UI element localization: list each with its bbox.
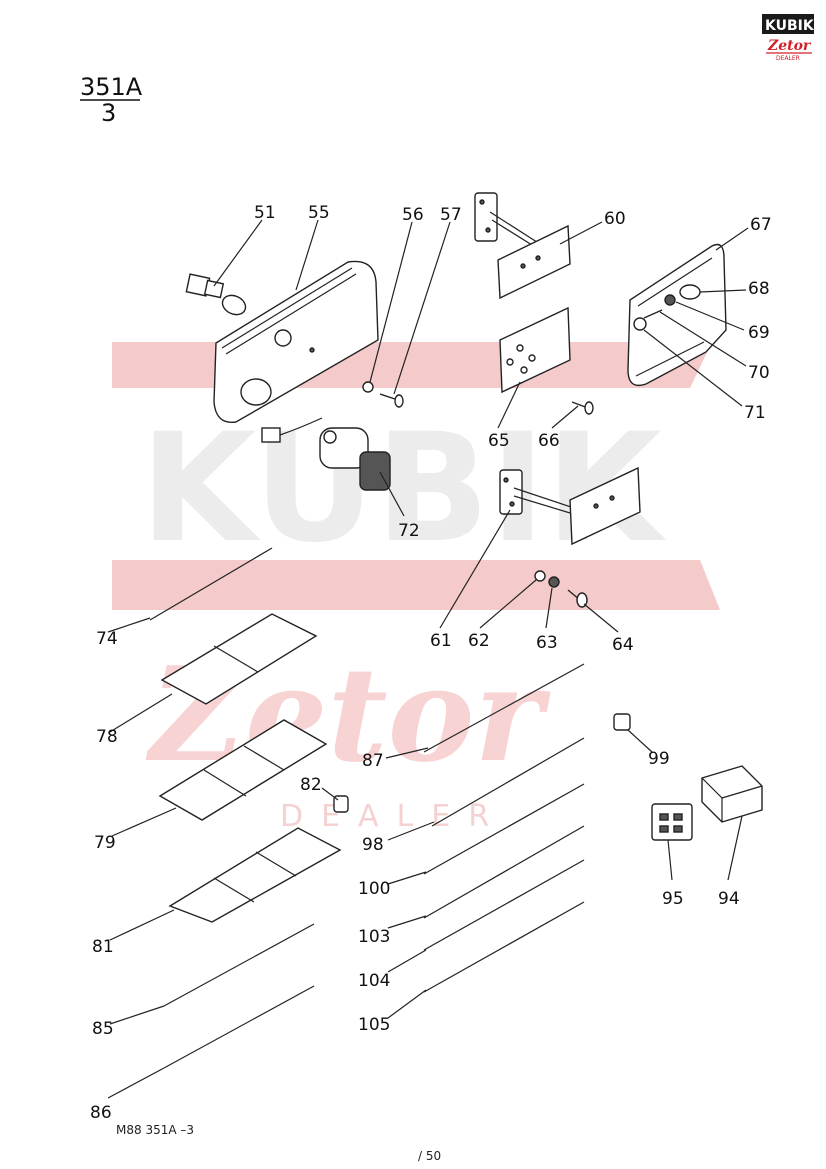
part-connector-72 (261, 417, 391, 491)
watermark-brand: KUBIK (140, 402, 667, 576)
callout-104: 104 (358, 971, 390, 991)
part-cable-105 (423, 901, 585, 993)
page-footer: M88 351A –3 / 50 (116, 1123, 441, 1163)
callout-65: 65 (488, 431, 510, 451)
callout-66: 66 (538, 431, 560, 451)
callout-51: 51 (254, 203, 276, 223)
section-sub: 3 (101, 99, 116, 127)
callout-98: 98 (362, 835, 384, 855)
part-spacer-68 (679, 284, 701, 300)
part-screw-64 (567, 589, 588, 608)
part-washer-63 (548, 576, 560, 588)
part-cable-104 (423, 859, 585, 951)
part-decal-79 (158, 719, 328, 821)
callout-68: 68 (748, 279, 770, 299)
part-plate-65 (499, 306, 571, 394)
part-cable-87 (423, 663, 585, 753)
part-cable-100 (423, 783, 585, 875)
leader-lines (107, 219, 749, 1099)
part-cable-98 (431, 737, 585, 827)
callout-64: 64 (612, 635, 634, 655)
logo-top: KUBIK (765, 18, 815, 34)
part-connector-95 (651, 803, 693, 841)
callout-57: 57 (440, 205, 462, 225)
callout-78: 78 (96, 727, 118, 747)
callout-70: 70 (748, 363, 770, 383)
callout-100: 100 (358, 879, 390, 899)
brand-logo: KUBIK Zetor DEALER (762, 14, 815, 62)
callout-62: 62 (468, 631, 490, 651)
part-nut-99 (613, 713, 631, 731)
part-head-71 (633, 317, 647, 331)
part-washer-56 (362, 381, 374, 393)
part-lamp-housing (213, 260, 379, 424)
part-cable-86 (163, 985, 315, 1069)
callout-82: 82 (300, 775, 322, 795)
parts (149, 192, 763, 1069)
part-handle-67 (627, 243, 727, 387)
callout-99: 99 (648, 749, 670, 769)
callout-81: 81 (92, 937, 114, 957)
callout-71: 71 (744, 403, 766, 423)
part-bracket-61 (499, 466, 641, 546)
section-code: 351A (80, 73, 143, 101)
part-washer-62 (534, 570, 546, 582)
part-wire-74 (149, 547, 273, 621)
part-bracket-60 (474, 192, 571, 300)
callout-103: 103 (358, 927, 390, 947)
callout-56: 56 (402, 205, 424, 225)
callout-105: 105 (358, 1015, 390, 1035)
callout-95: 95 (662, 889, 684, 909)
part-decal-78 (160, 613, 318, 705)
logo-tag: DEALER (776, 55, 800, 62)
logo-bottom: Zetor (767, 38, 812, 54)
callout-60: 60 (604, 209, 626, 229)
callout-numbers: 51 55 56 57 60 67 68 69 70 71 65 66 72 7… (90, 203, 772, 1123)
part-screw-66 (571, 401, 594, 415)
callout-87: 87 (362, 751, 384, 771)
footer-page: / 50 (418, 1149, 441, 1163)
part-bolt-70 (643, 309, 663, 319)
callout-55: 55 (308, 203, 330, 223)
callout-69: 69 (748, 323, 770, 343)
callout-79: 79 (94, 833, 116, 853)
part-decal-81 (168, 827, 342, 923)
callout-86: 86 (90, 1103, 112, 1123)
callout-72: 72 (398, 521, 420, 541)
part-cable-103 (423, 825, 585, 919)
footer-ref: M88 351A –3 (116, 1123, 194, 1137)
callout-63: 63 (536, 633, 558, 653)
callout-74: 74 (96, 629, 118, 649)
callout-61: 61 (430, 631, 452, 651)
watermark-dealer: DEALER (280, 799, 507, 834)
callout-94: 94 (718, 889, 740, 909)
callout-67: 67 (750, 215, 772, 235)
part-screw-57 (379, 393, 404, 408)
page-header: 351A 3 (80, 73, 143, 127)
part-housing-94 (701, 765, 763, 823)
callout-85: 85 (92, 1019, 114, 1039)
part-cable-85 (163, 923, 315, 1007)
part-bulb-holder (185, 273, 247, 316)
part-washer-69 (664, 294, 676, 306)
